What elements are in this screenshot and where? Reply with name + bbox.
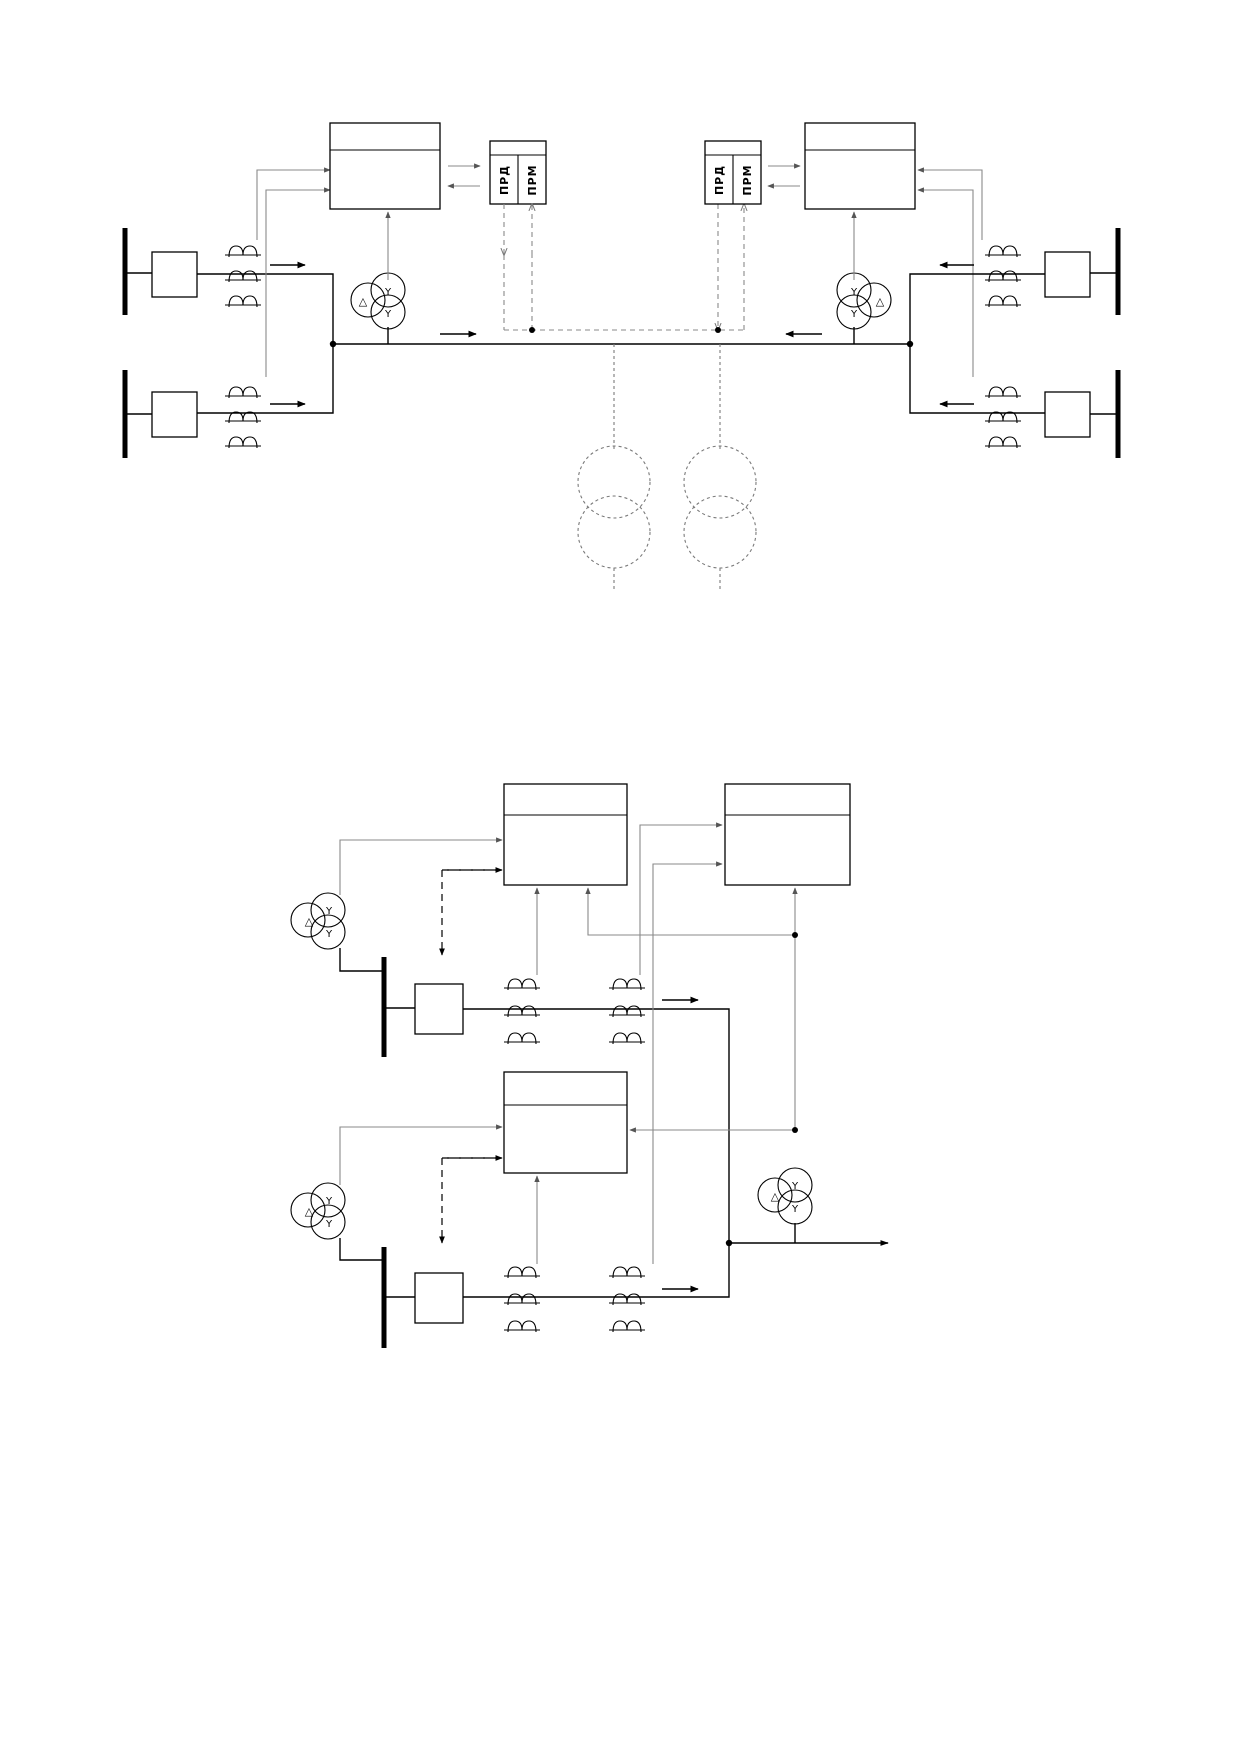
delta-icon: △ [305, 1205, 314, 1218]
wye-icon: Y [791, 1181, 799, 1192]
wye-icon: Y [325, 1196, 333, 1207]
tx-label-left: ПРД [498, 165, 511, 195]
ct-right-upper-3 [984, 295, 1022, 308]
wye-icon: Y [325, 929, 333, 940]
ct-upper-b3 [608, 1032, 646, 1045]
ct-right-lower-3 [984, 436, 1022, 449]
relay-box-2 [724, 783, 851, 886]
ct-left-upper-2 [224, 270, 262, 283]
ct-lower-a2 [503, 1293, 541, 1306]
ct-lower-a3 [503, 1320, 541, 1333]
ct-lower-b3 [608, 1320, 646, 1333]
wye-icon: Y [384, 287, 392, 298]
ct-lower-b1 [608, 1266, 646, 1279]
ct-left-upper-1 [224, 245, 262, 258]
top-diagram: ПРД ПРМ △ Y Y ПРД ПРМ [122, 122, 1121, 592]
ct-upper-b2 [608, 1005, 646, 1018]
tap-transformer-2 [683, 445, 757, 519]
ct-left-lower-1 [224, 386, 262, 399]
ct-left-lower-3 [224, 436, 262, 449]
ct-upper-b1 [608, 978, 646, 991]
ct-lower-b2 [608, 1293, 646, 1306]
ct-right-upper-1 [984, 245, 1022, 258]
transformer-lower [290, 1182, 346, 1240]
ct-right-upper-2 [984, 270, 1022, 283]
bottom-diagram: △ Y Y △ Y Y [290, 783, 889, 1348]
wye-icon: Y [850, 309, 858, 320]
right-breaker-lower [1044, 391, 1091, 438]
delta-icon: △ [305, 915, 314, 928]
wye-icon: Y [791, 1204, 799, 1215]
left-breaker-upper [151, 251, 198, 298]
tap-transformer-1 [577, 445, 651, 519]
relay-box-right [804, 122, 916, 210]
ct-right-lower-1 [984, 386, 1022, 399]
ct-lower-a1 [503, 1266, 541, 1279]
ct-upper-a3 [503, 1032, 541, 1045]
ct-upper-a1 [503, 978, 541, 991]
transformer-outgoing [757, 1167, 813, 1225]
rx-label-left: ПРМ [526, 164, 539, 195]
ct-left-upper-3 [224, 295, 262, 308]
transformer-upper [290, 892, 346, 950]
rx-label-right: ПРМ [741, 164, 754, 195]
wye-icon: Y [325, 1219, 333, 1230]
right-breaker-upper [1044, 251, 1091, 298]
delta-icon: △ [771, 1190, 780, 1203]
wye-icon: Y [850, 287, 858, 298]
breaker-lower [414, 1272, 464, 1324]
delta-icon: △ [359, 295, 368, 308]
relay-box-1 [503, 783, 628, 886]
delta-icon: △ [876, 295, 885, 308]
tx-label-right: ПРД [713, 165, 726, 195]
wye-icon: Y [325, 906, 333, 917]
relay-box-left [329, 122, 441, 210]
left-breaker-lower [151, 391, 198, 438]
breaker-upper [414, 983, 464, 1035]
relay-box-3 [503, 1071, 628, 1174]
wye-icon: Y [384, 309, 392, 320]
ct-upper-a2 [503, 1005, 541, 1018]
